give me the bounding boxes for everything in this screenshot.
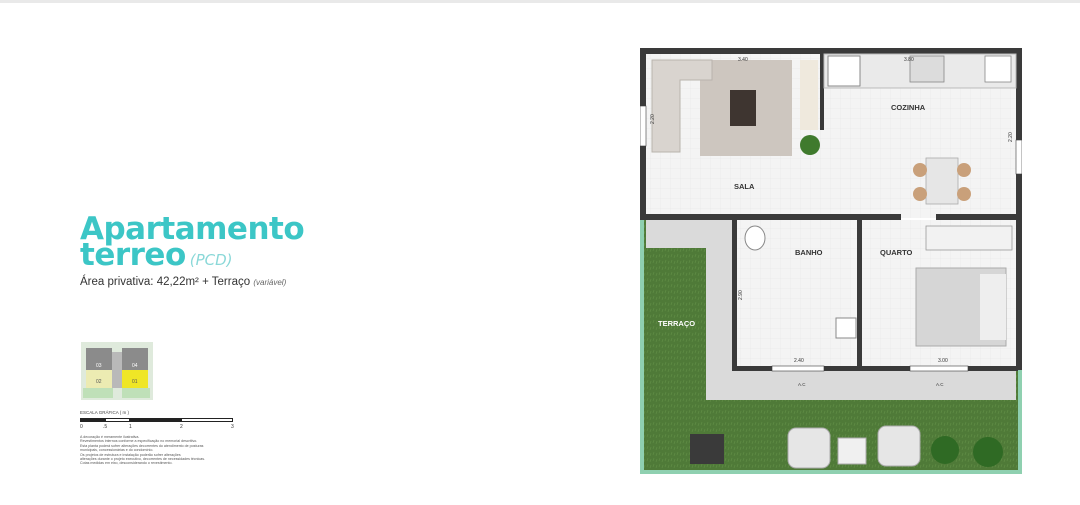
note-line: alterações durante o projeto executivo, … (80, 457, 206, 462)
dining-chair (957, 163, 971, 177)
dim-banho-height: 2.90 (738, 290, 744, 300)
room-label-quarto: QUARTO (880, 248, 913, 257)
room-label-terraco: TERRAÇO (658, 319, 695, 328)
keymap-unit-04-block (122, 348, 148, 370)
area-text: Área privativa: 42,22m² + Terraço (80, 276, 251, 288)
keymap-unit-04: 04 (132, 363, 138, 369)
dim-kitchen-width: 3.80 (904, 57, 914, 63)
note-line: Cotas medidas em eixo, desconsiderando o… (80, 461, 173, 466)
wardrobe (925, 225, 1013, 251)
plant (800, 135, 820, 155)
kitchen-sink (984, 55, 1012, 83)
walls (640, 48, 1022, 474)
private-area-label: Área privativa: 42,22m² + Terraço (variá… (80, 276, 286, 288)
title-line2: terreo (80, 237, 186, 273)
bathroom-sink (835, 317, 857, 339)
keymap-core (112, 352, 122, 388)
keymap-unit-01-block (122, 370, 148, 388)
scale-label: ESCALA GRÁFICA ( m ) (80, 410, 130, 415)
scale-bar (80, 418, 233, 422)
note-line: Esta planta poderá sofrer alterações dec… (80, 443, 204, 448)
toilet (744, 225, 766, 251)
disclaimer-notes: A decoração é meramente ilustrativa. Rev… (80, 435, 230, 466)
keymap-unit-02: 02 (96, 379, 102, 385)
graphic-scale: ESCALA GRÁFICA ( m ) 0 .5 1 2 3 A decora… (80, 410, 240, 465)
dining-chair (913, 187, 927, 201)
scale-tick: .5 (103, 424, 108, 430)
coffee-table (730, 90, 756, 126)
room-label-cozinha: COZINHA (891, 103, 926, 112)
page-title: Apartamento terreo(PCD) (80, 214, 305, 273)
note-line: Os projetos de estrutura e instalação po… (80, 452, 181, 457)
stove (909, 55, 945, 83)
scale-tick: 3 (231, 424, 234, 430)
dim-banho-width: 2.40 (794, 358, 804, 364)
building-keymap: 03 04 02 01 (78, 340, 238, 408)
note-line: A decoração é meramente ilustrativa. (80, 435, 140, 439)
area-note: (variável) (253, 278, 287, 287)
fridge (827, 55, 861, 87)
dim-sala-height: 2.20 (650, 114, 656, 124)
grill (690, 434, 724, 464)
ac-label: A.C (798, 382, 806, 387)
shrub (973, 437, 1003, 467)
dining-chair (913, 163, 927, 177)
dining-table (925, 157, 959, 205)
note-line: municipais, concessionárias e do condomí… (80, 448, 154, 453)
terrace-paving (646, 220, 1016, 400)
side-table (837, 437, 867, 465)
title-pcd: (PCD) (189, 251, 233, 269)
bookshelf (800, 60, 818, 130)
sofa (651, 59, 713, 153)
title-line1: Apartamento (80, 211, 305, 247)
keymap-unit-01: 01 (132, 379, 138, 385)
room-label-sala: SALA (734, 182, 755, 191)
scale-tick: 2 (180, 424, 183, 430)
scale-tick: 0 (80, 424, 83, 430)
keymap-unit-02-block (86, 370, 112, 388)
keymap-unit-03-block (86, 348, 112, 370)
armchair (787, 427, 831, 469)
dim-right-height: 2.20 (1008, 132, 1014, 142)
room-label-banho: BANHO (795, 248, 823, 257)
note-line: Revestimentos internos conforme a especi… (80, 439, 198, 444)
shrub (931, 436, 959, 464)
keymap-unit-03: 03 (96, 363, 102, 369)
dim-sala-width: 3.40 (738, 57, 748, 63)
ac-label: A.C (936, 382, 944, 387)
armchair (877, 425, 921, 467)
floor-plan: SALA COZINHA BANHO QUARTO TERRAÇO 3.40 3… (640, 48, 1022, 474)
dining-chair (957, 187, 971, 201)
dim-quarto-width: 3.00 (938, 358, 948, 364)
top-border (0, 0, 1080, 3)
pillows (980, 274, 1006, 340)
scale-tick: 1 (129, 424, 132, 430)
